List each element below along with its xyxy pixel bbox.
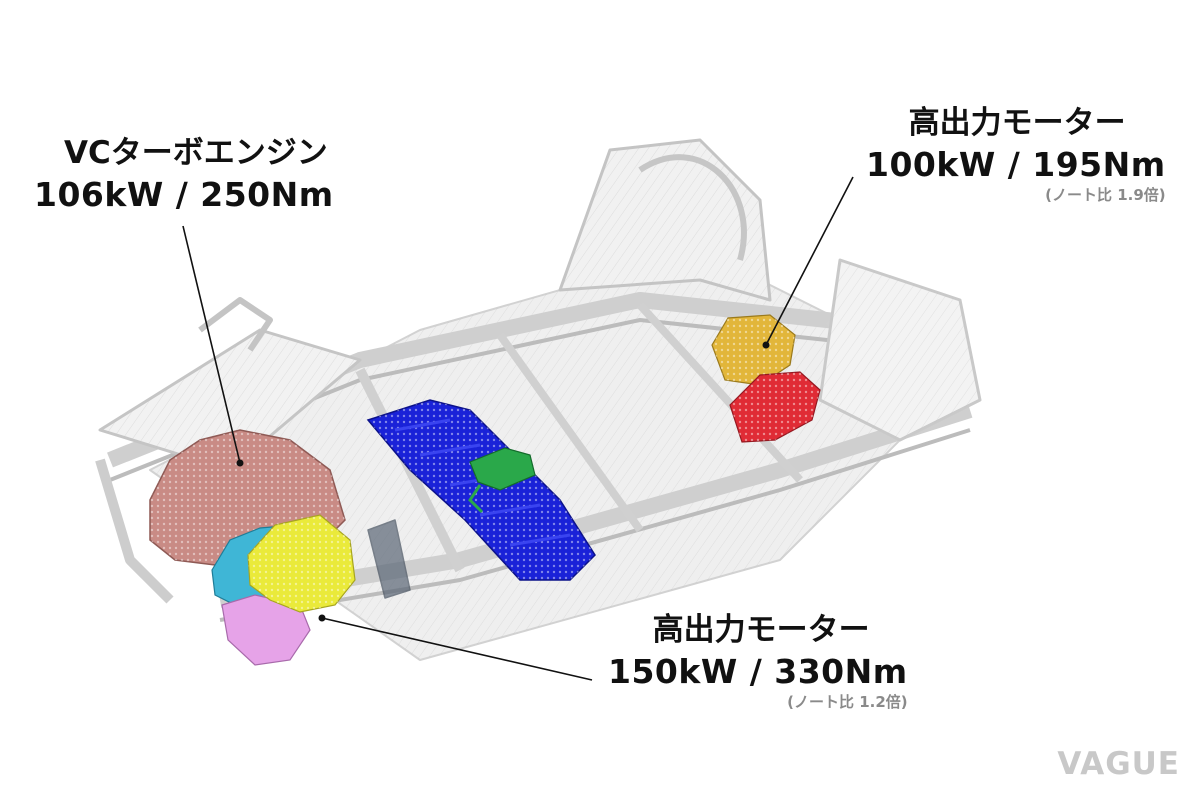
battery-texture [368, 400, 595, 580]
rear-motor-spec: 100kW / 195Nm [866, 144, 1166, 184]
engine-callout: VCターボエンジン 106kW / 250Nm [34, 137, 334, 212]
controller-cable [468, 484, 484, 514]
rear-motor-assembly [711, 314, 821, 443]
front-motor-leader-line [321, 617, 593, 681]
battery-pack [366, 399, 596, 581]
engine-title: VCターボエンジン [64, 135, 328, 171]
center-bracket [367, 519, 411, 599]
front-motor-lower-shape [221, 594, 311, 666]
front-motor-assembly [211, 514, 356, 666]
rear-motor-texture [712, 315, 795, 385]
rear-tower-hatching [560, 140, 770, 300]
front-motor-spec: 150kW / 330Nm [608, 651, 908, 691]
front-motor-note: (ノート比 1.2倍) [787, 693, 908, 712]
components [149, 314, 821, 666]
engine-leader-line [182, 225, 241, 464]
rear-inverter-texture [730, 372, 820, 442]
rear-motor-title: 高出力モーター [908, 105, 1126, 141]
front-motor-title: 高出力モーター [652, 612, 870, 648]
right-rail-edge [219, 428, 971, 622]
rear-motor-leader-line [765, 176, 854, 346]
front-motor-texture [248, 515, 355, 612]
controller-unit [468, 447, 536, 514]
rear-arch [638, 154, 747, 261]
rear-motor-callout: 高出力モーター 100kW / 195Nm (ノート比 1.9倍) [866, 107, 1166, 204]
rear-motor-note: (ノート比 1.9倍) [1045, 186, 1166, 205]
cross-member-2 [496, 332, 644, 533]
front-subframe-hatching [100, 330, 360, 470]
vague-logo: VAGUE [1057, 746, 1180, 782]
front-bumper-beam [95, 458, 174, 604]
cross-member-3 [637, 302, 803, 483]
engine-spec: 106kW / 250Nm [34, 174, 334, 214]
front-motor-callout: 高出力モーター 150kW / 330Nm (ノート比 1.2倍) [608, 614, 908, 711]
front-strut-left [198, 297, 273, 352]
rear-suspension-hatching [820, 260, 980, 440]
leader-lines [182, 176, 854, 681]
controller-shape [469, 447, 536, 491]
